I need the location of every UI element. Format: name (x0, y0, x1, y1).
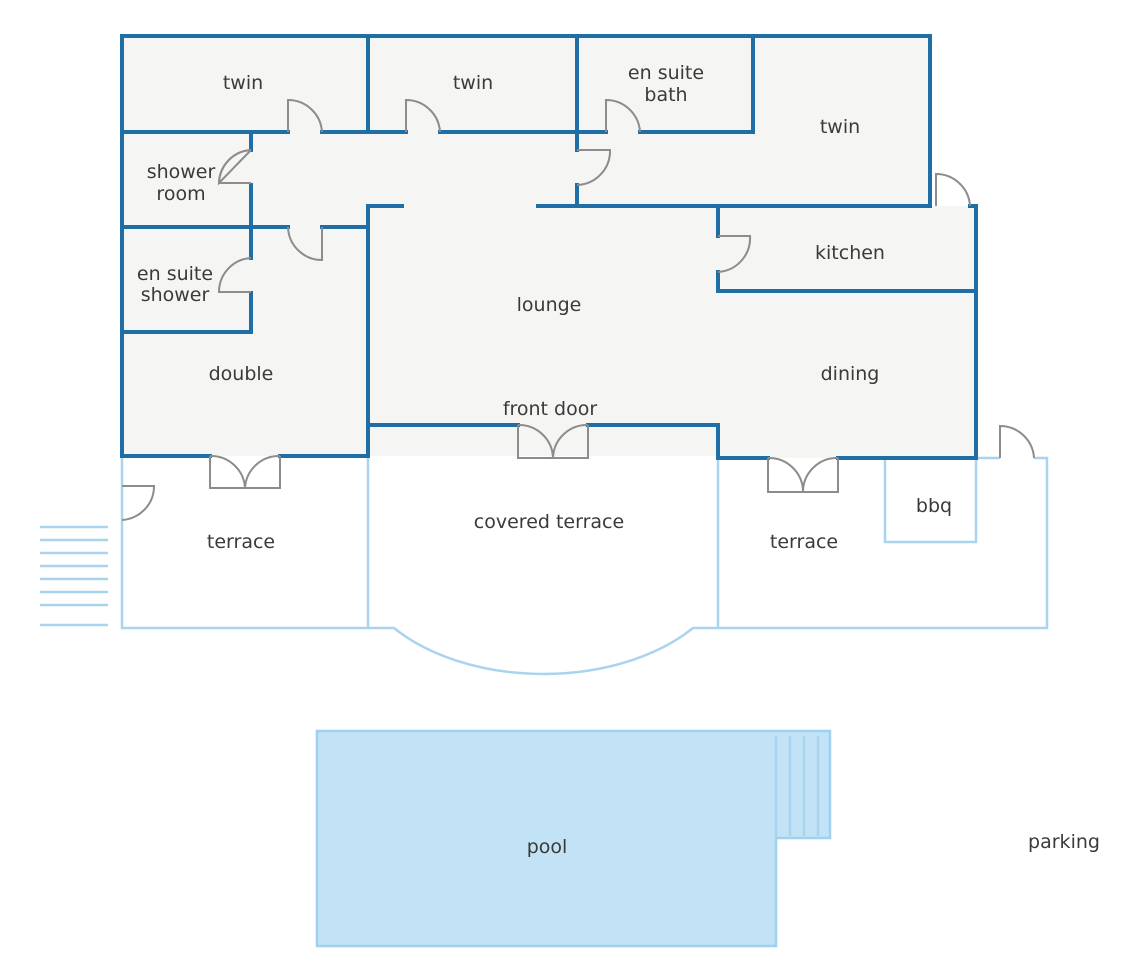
label-twin-1: twin (223, 72, 263, 94)
label-front-door: front door (503, 398, 598, 420)
door-dining-terrace-left (767, 456, 805, 493)
label-en-suite-bath-2: bath (644, 84, 687, 106)
room-fills (122, 36, 976, 458)
door-rear (935, 172, 971, 207)
door-double (287, 226, 323, 262)
door-dining-terrace-right (801, 456, 839, 493)
door-double-terrace-right (243, 454, 281, 489)
label-en-suite-shower-1: en suite (137, 263, 213, 285)
label-shower-room-2: room (156, 183, 205, 205)
label-terrace-right: terrace (770, 531, 838, 553)
label-dining: dining (821, 363, 880, 385)
pool-area (315, 729, 832, 948)
label-kitchen: kitchen (815, 242, 885, 264)
label-lounge: lounge (517, 294, 582, 316)
door-bbq-gate (999, 424, 1035, 459)
door-twin-3 (576, 149, 612, 186)
door-twin-1 (287, 98, 323, 133)
labels: twin twin en suite bath twin shower room… (137, 62, 1100, 858)
label-en-suite-shower-2: shower (141, 284, 210, 306)
label-terrace-left: terrace (207, 531, 275, 553)
label-twin-3: twin (820, 116, 860, 138)
entry-steps (40, 525, 108, 627)
door-twin-2 (405, 98, 441, 133)
doors (121, 98, 1035, 521)
label-covered-terrace: covered terrace (474, 511, 624, 533)
door-kitchen (717, 235, 752, 273)
label-bbq: bbq (916, 495, 952, 517)
label-double: double (209, 363, 274, 385)
label-pool: pool (527, 836, 568, 858)
label-twin-2: twin (453, 72, 493, 94)
interior-walls (120, 34, 978, 460)
door-shower-room-arc (217, 149, 252, 184)
front-door-right (551, 423, 589, 459)
door-double-terrace-left (209, 454, 247, 489)
label-shower-room-1: shower (147, 161, 216, 183)
label-parking: parking (1028, 831, 1100, 853)
door-en-suite-shower (217, 257, 252, 293)
pool-shape (315, 729, 832, 948)
label-en-suite-bath-1: en suite (628, 62, 704, 84)
door-terrace-steps (121, 485, 156, 521)
door-en-suite-bath (605, 98, 641, 133)
